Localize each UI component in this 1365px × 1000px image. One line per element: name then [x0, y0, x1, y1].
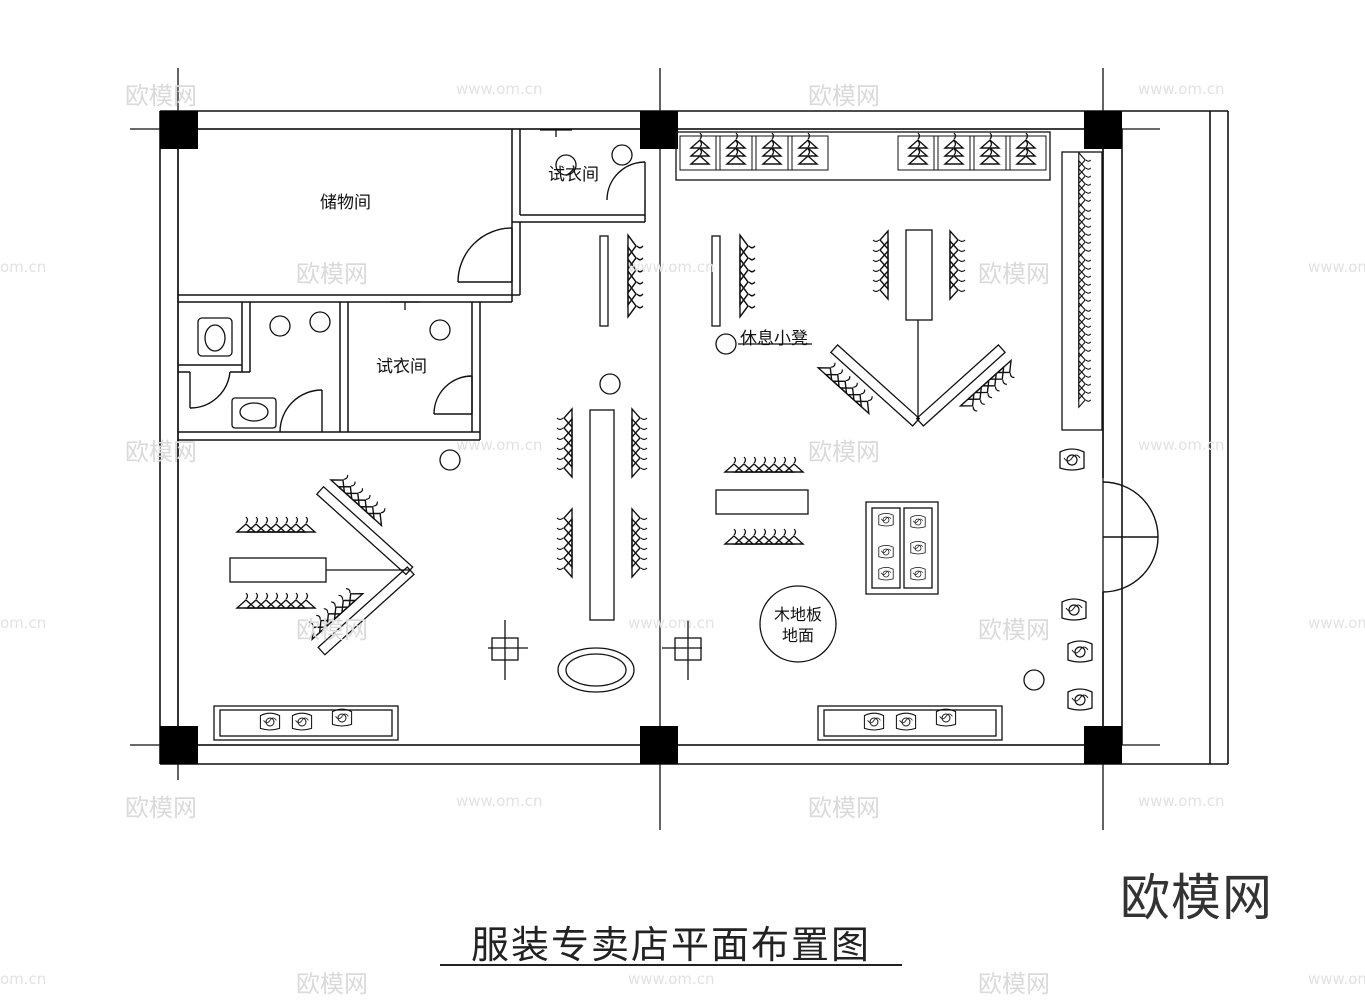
- watermark-url: www.om.cn: [456, 792, 543, 810]
- watermark-logo: 欧模网: [296, 616, 368, 644]
- counters: [213, 501, 1003, 741]
- watermark-logo: 欧模网: [808, 438, 880, 466]
- watermark-url: www.om.cn: [1138, 80, 1225, 98]
- label-wood-floor-line2: 地面: [781, 626, 814, 645]
- door-swings: [189, 161, 1159, 593]
- center-left-racks: [557, 235, 755, 621]
- watermark-logo: 欧模网: [296, 260, 368, 288]
- watermark-url: www.om.cn: [1138, 436, 1225, 454]
- watermark-url: www.om.cn: [1308, 614, 1365, 632]
- watermark-logo: 欧模网: [296, 970, 368, 998]
- watermark-url: om.cn: [0, 614, 47, 632]
- watermark-logo: 欧模网: [808, 82, 880, 110]
- watermark-url: www.om.cn: [628, 970, 715, 988]
- watermark-logo: 欧模网: [978, 970, 1050, 998]
- watermark-logo: 欧模网: [808, 794, 880, 822]
- watermark-logo: 欧模网: [125, 82, 197, 110]
- watermark-logo: 欧模网: [125, 438, 197, 466]
- watermark-logo: 欧模网: [978, 616, 1050, 644]
- watermark-url: www.om.cn: [1308, 258, 1365, 276]
- left-area-racks: [229, 468, 415, 656]
- title-underline: [440, 964, 902, 966]
- watermark-url: om.cn: [0, 258, 47, 276]
- center-right-racks: [715, 229, 1022, 544]
- watermark-url: www.om.cn: [628, 614, 715, 632]
- watermark-url: www.om.cn: [456, 436, 543, 454]
- watermark-url: www.om.cn: [628, 258, 715, 276]
- right-wall-rack: [1061, 151, 1103, 431]
- drawing-title: 服装专卖店平面布置图: [470, 923, 871, 967]
- label-storage-room: 储物间: [320, 193, 371, 213]
- watermark-url: www.om.cn: [1308, 970, 1365, 988]
- watermark-url: om.cn: [0, 970, 47, 988]
- label-rest-stool: 休息小凳: [740, 329, 808, 349]
- watermark-logo: 欧模网: [978, 260, 1050, 288]
- entrance-chairs: [1059, 448, 1093, 711]
- fixtures: [197, 129, 1045, 693]
- watermark-url: www.om.cn: [1138, 792, 1225, 810]
- watermark-url: www.om.cn: [456, 80, 543, 98]
- top-wall-racks: [675, 131, 1051, 181]
- brand-logo-text: 欧模网: [1120, 869, 1273, 927]
- watermark-logo: 欧模网: [125, 794, 197, 822]
- label-wood-floor: 木地板 地面: [768, 604, 828, 646]
- structural-columns: [160, 111, 1122, 764]
- label-wood-floor-line1: 木地板: [773, 605, 822, 624]
- label-fitting-room-top: 试衣间: [548, 165, 599, 185]
- label-fitting-room-left: 试衣间: [376, 357, 427, 377]
